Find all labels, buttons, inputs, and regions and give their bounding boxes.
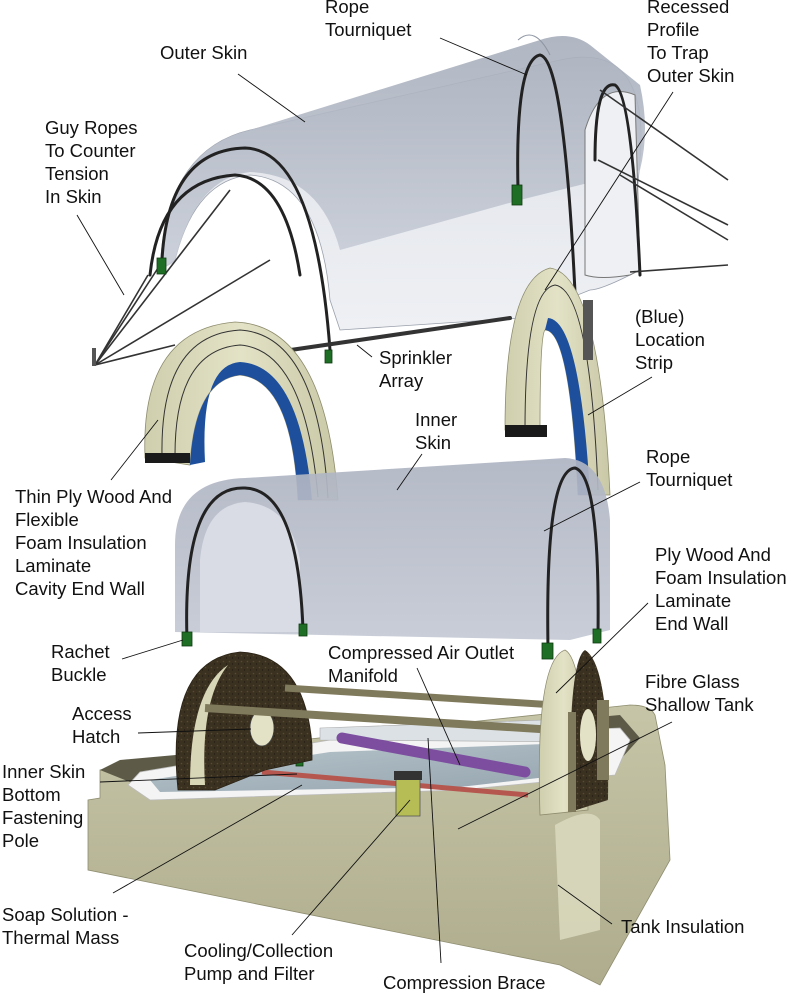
label-line: Fastening (2, 807, 84, 828)
compression-brace (284, 684, 556, 709)
sprinkler-pipe (268, 316, 512, 355)
leader-lines (76, 37, 674, 964)
label-line: Laminate (15, 555, 92, 576)
label-line: Inner (415, 409, 458, 430)
label-line: Thin Ply Wood And (15, 486, 172, 507)
label-line: Flexible (15, 509, 79, 530)
label-line: (Blue) (635, 306, 685, 327)
label-line: Buckle (51, 664, 107, 685)
label-line: Guy Ropes (45, 117, 138, 138)
label-line: Recessed (647, 0, 730, 17)
label-line: Manifold (328, 665, 398, 686)
label-line: Tourniquet (325, 19, 412, 40)
pump-filter (395, 775, 421, 817)
label-line: Compression Brace (383, 972, 546, 993)
label-line: Rope (325, 0, 370, 17)
fastening-pole (261, 769, 529, 798)
label-air-manifold: Compressed Air Outlet Manifold (328, 641, 514, 687)
guy-rope-stake (92, 348, 96, 366)
label-line: Pole (2, 830, 40, 851)
label-line: Pump and Filter (184, 963, 315, 984)
cavity-end-wall-right (504, 267, 611, 496)
label-fibre-glass-tank: Fibre Glass Shallow Tank (645, 670, 754, 716)
label-line: Profile (647, 19, 700, 40)
label-line: Inner Skin (2, 761, 86, 782)
label-recessed-profile: Recessed Profile To Trap Outer Skin (647, 0, 734, 87)
label-line: Laminate (655, 590, 732, 611)
label-line: In Skin (45, 186, 102, 207)
buckle-icon (541, 642, 554, 660)
inner-skin (175, 458, 610, 660)
label-line: Outer Skin (647, 65, 735, 86)
compressed-air-manifold (336, 732, 531, 778)
label-line: Sprinkler (379, 347, 452, 368)
label-line: Skin (415, 432, 451, 453)
label-outer-skin: Outer Skin (160, 41, 247, 64)
soap-solution (150, 742, 600, 792)
label-line: Tank Insulation (621, 916, 745, 937)
label-line: Foam Insulation (15, 532, 147, 553)
label-ply-end-wall: Ply Wood And Foam Insulation Laminate En… (655, 543, 787, 635)
buckle-icon (298, 623, 308, 637)
label-line: Rachet (51, 641, 110, 662)
label-line: Tension (45, 163, 109, 184)
label-pump-filter: Cooling/Collection Pump and Filter (184, 939, 333, 985)
label-line: Thermal Mass (2, 927, 120, 948)
outer-skin (92, 34, 729, 432)
label-compression-brace: Compression Brace (383, 971, 545, 994)
label-tank-insulation: Tank Insulation (621, 915, 744, 938)
label-line: Location (635, 329, 705, 350)
label-line: Compressed Air Outlet (328, 642, 515, 663)
label-line: Cavity End Wall (15, 578, 145, 599)
label-rachet-buckle: Rachet Buckle (51, 640, 110, 686)
label-inner-skin: Inner Skin (415, 408, 457, 454)
label-guy-ropes: Guy Ropes To Counter Tension In Skin (45, 116, 138, 208)
label-line: Strip (635, 352, 674, 373)
label-location-strip: (Blue) Location Strip (635, 305, 705, 374)
label-line: Rope (646, 446, 691, 467)
label-line: Shallow Tank (645, 694, 754, 715)
label-rope-tourniquet-mid: Rope Tourniquet (646, 445, 732, 491)
label-sprinkler-array: Sprinkler Array (379, 346, 452, 392)
buckle-icon (181, 631, 193, 647)
tank-assembly (87, 649, 671, 986)
label-rope-tourniquet-top: Rope Tourniquet (325, 0, 411, 41)
label-line: To Counter (45, 140, 136, 161)
label-soap-solution: Soap Solution - Thermal Mass (2, 903, 129, 949)
label-line: To Trap (647, 42, 709, 63)
label-line: Tourniquet (646, 469, 733, 490)
label-access-hatch: Access Hatch (72, 702, 132, 748)
label-line: Soap Solution - (2, 904, 129, 925)
label-line: Ply Wood And (655, 544, 771, 565)
label-line: Outer Skin (160, 42, 248, 63)
label-line: Foam Insulation (655, 567, 787, 588)
label-line: Array (379, 370, 424, 391)
label-fastening-pole: Inner Skin Bottom Fastening Pole (2, 760, 85, 852)
label-line: Fibre Glass (645, 671, 740, 692)
label-line: Bottom (2, 784, 61, 805)
label-line: End Wall (655, 613, 729, 634)
compression-brace (204, 704, 556, 734)
buckle-icon (156, 257, 167, 275)
label-cavity-end-wall: Thin Ply Wood And Flexible Foam Insulati… (15, 485, 172, 600)
buckle-icon (324, 349, 333, 364)
label-line: Access (72, 703, 132, 724)
label-line: Cooling/Collection (184, 940, 334, 961)
label-line: Hatch (72, 726, 121, 747)
buckle-icon (592, 628, 602, 644)
buckle-icon (511, 184, 523, 206)
